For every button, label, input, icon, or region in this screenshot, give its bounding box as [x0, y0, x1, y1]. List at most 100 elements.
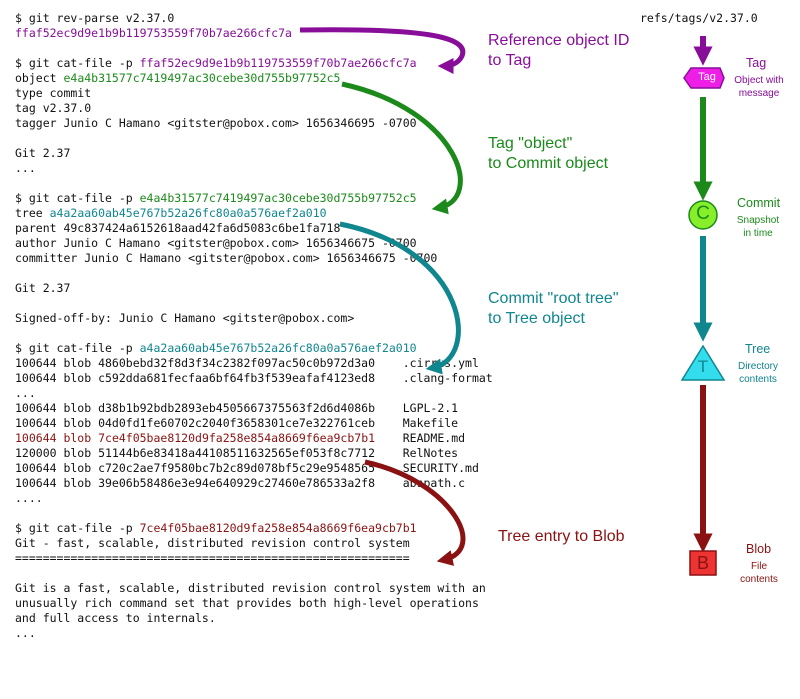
- terminal-text: and full access to internals.: [15, 611, 216, 625]
- terminal-line: 100644 blob d38b1b92bdb2893eb45056673755…: [15, 401, 520, 416]
- arrow-ref-to-tag: [299, 27, 466, 74]
- terminal-text: 100644 blob 04d0fd1fe60702c2040f3658301c…: [15, 416, 459, 430]
- object-id: a4a2aa60ab45e767b52a26fc80a0a576aef2a010: [49, 206, 327, 220]
- tag-desc-line1: Object with: [734, 75, 784, 86]
- terminal-line: ffaf52ec9d9e1b9b119753559f70b7ae266cfc7a: [15, 26, 520, 41]
- tag-desc-line2: message: [738, 88, 780, 99]
- caption-tree-to-blob: Tree entry to Blob: [498, 528, 625, 545]
- commit-desc: Snapshot in time: [728, 214, 788, 240]
- terminal-text: Git - fast, scalable, distributed revisi…: [15, 536, 410, 550]
- commit-desc-line1: Snapshot: [736, 215, 780, 226]
- object-id: 100644 blob: [15, 431, 99, 445]
- object-id: e4a4b31577c7419497ac30cebe30d755b97752c5: [63, 71, 341, 85]
- terminal-line: object e4a4b31577c7419497ac30cebe30d755b…: [15, 71, 520, 86]
- terminal-text: Git 2.37: [15, 281, 71, 295]
- terminal-text: type commit: [15, 86, 92, 100]
- terminal-line: and full access to internals.: [15, 611, 520, 626]
- object-id: ffaf52ec9d9e1b9b119753559f70b7ae266cfc7a: [15, 26, 292, 40]
- terminal-text: $ git cat-file -p: [15, 521, 140, 535]
- blob-desc-line2: contents: [740, 574, 778, 585]
- terminal-line: ...: [15, 626, 520, 641]
- terminal-text: ========================================…: [15, 551, 410, 565]
- terminal-line: tag v2.37.0: [15, 101, 520, 116]
- arrow-tree-to-blob: [364, 459, 466, 566]
- terminal-line: $ git cat-file -p ffaf52ec9d9e1b9b119753…: [15, 56, 520, 71]
- terminal-text: Signed-off-by: Junio C Hamano <gitster@p…: [15, 311, 355, 325]
- tag-title: Tag: [746, 56, 767, 70]
- terminal-line: tree a4a2aa60ab45e767b52a26fc80a0a576aef…: [15, 206, 520, 221]
- terminal-line: 100644 blob 7ce4f05bae8120d9fa258e854a86…: [15, 431, 520, 446]
- tree-desc-line1: Directory: [737, 361, 778, 372]
- tag-desc: Object with message: [727, 74, 791, 100]
- terminal-text: Git is a fast, scalable, distributed rev…: [15, 581, 486, 595]
- object-id: ffaf52ec9d9e1b9b119753559f70b7ae266cfc7a: [139, 56, 417, 70]
- caption-tag-to-commit-line1: Tag "object": [488, 135, 573, 152]
- commit-icon: [688, 200, 718, 230]
- tree-title: Tree: [745, 342, 771, 356]
- caption-tag-to-commit: Tag "object" to Commit object: [488, 134, 608, 174]
- caption-commit-to-tree-line2: to Tree object: [488, 310, 585, 327]
- terminal-line: ...: [15, 386, 520, 401]
- object-id: 7ce4f05bae8120d9fa258e854a8669f6ea9cb7b1: [139, 521, 417, 535]
- commit-glyph: C: [696, 203, 710, 224]
- terminal-text: $ git cat-file -p: [15, 191, 140, 205]
- terminal-text: README.md: [375, 431, 466, 445]
- terminal-text: unusually rich command set that provides…: [15, 596, 479, 610]
- terminal-line: ========================================…: [15, 551, 520, 566]
- terminal-line: Git - fast, scalable, distributed revisi…: [15, 536, 520, 551]
- terminal-text: 100644 blob c592dda681fecfaa6bf64fb3f539…: [15, 371, 493, 385]
- terminal-text: parent 49c837424a6152618aad42fa6d5083c6b…: [15, 221, 341, 235]
- terminal-text: tag v2.37.0: [15, 101, 92, 115]
- terminal-line: Signed-off-by: Junio C Hamano <gitster@p…: [15, 311, 520, 326]
- tree-icon: [680, 344, 726, 381]
- terminal-line: 100644 blob 04d0fd1fe60702c2040f3658301c…: [15, 416, 520, 431]
- terminal-text: $ git rev-parse v2.37.0: [15, 11, 175, 25]
- commit-desc-line2: in time: [743, 228, 773, 239]
- terminal-line: $ git rev-parse v2.37.0: [15, 11, 520, 26]
- terminal-line: ....: [15, 491, 520, 506]
- caption-commit-to-tree-line1: Commit "root tree": [488, 290, 619, 307]
- caption-commit-to-tree: Commit "root tree" to Tree object: [488, 289, 619, 329]
- terminal-text: $ git cat-file -p: [15, 341, 140, 355]
- object-id: e4a4b31577c7419497ac30cebe30d755b97752c5: [139, 191, 417, 205]
- terminal-line: 120000 blob 51144b6e83418a44108511632565…: [15, 446, 520, 461]
- caption-tag-to-commit-line2: to Commit object: [488, 155, 609, 172]
- terminal-line: 100644 blob c592dda681fecfaa6bf64fb3f539…: [15, 371, 520, 386]
- caption-ref-to-tag-line1: Reference object ID: [488, 32, 630, 49]
- terminal-text: Git 2.37: [15, 146, 71, 160]
- arrow-tag-to-commit: [341, 81, 463, 215]
- terminal-line: $ git cat-file -p 7ce4f05bae8120d9fa258e…: [15, 521, 520, 536]
- arrow-commit-to-tree: [339, 221, 461, 375]
- blob-desc: File contents: [727, 560, 791, 586]
- terminal-text: tagger Junio C Hamano <gitster@pobox.com…: [15, 116, 417, 130]
- terminal-line: $ git cat-file -p e4a4b31577c7419497ac30…: [15, 191, 520, 206]
- blob-desc-line1: File: [750, 561, 768, 572]
- terminal-line: 100644 blob 39e06b58486e3e94e640929c2746…: [15, 476, 520, 491]
- terminal-line: Git is a fast, scalable, distributed rev…: [15, 581, 520, 596]
- terminal-text: ...: [15, 161, 36, 175]
- terminal-line: tagger Junio C Hamano <gitster@pobox.com…: [15, 116, 520, 131]
- tag-icon: [683, 67, 725, 89]
- terminal-text: ...: [15, 626, 36, 640]
- terminal-text: ...: [15, 386, 36, 400]
- terminal-line: 100644 blob c720c2ae7f9580bc7b2c89d078bf…: [15, 461, 520, 476]
- terminal-line: $ git cat-file -p a4a2aa60ab45e767b52a26…: [15, 341, 520, 356]
- tree-glyph: T: [697, 357, 709, 376]
- tree-desc-line2: contents: [739, 374, 777, 385]
- blob-title: Blob: [746, 542, 772, 556]
- terminal-line: ...: [15, 161, 520, 176]
- terminal-text: author Junio C Hamano <gitster@pobox.com…: [15, 236, 417, 250]
- terminal-text: ....: [15, 491, 43, 505]
- terminal-text: 100644 blob c720c2ae7f9580bc7b2c89d078bf…: [15, 461, 479, 475]
- terminal-line: author Junio C Hamano <gitster@pobox.com…: [15, 236, 520, 251]
- terminal-line: type commit: [15, 86, 520, 101]
- terminal-line: parent 49c837424a6152618aad42fa6d5083c6b…: [15, 221, 520, 236]
- terminal-text: object: [15, 71, 64, 85]
- blob-icon: [689, 550, 717, 576]
- terminal-text: 120000 blob 51144b6e83418a44108511632565…: [15, 446, 459, 460]
- object-id: a4a2aa60ab45e767b52a26fc80a0a576aef2a010: [139, 341, 417, 355]
- terminal-text: $ git cat-file -p: [15, 56, 140, 70]
- terminal-line: Git 2.37: [15, 281, 520, 296]
- blob-glyph: B: [696, 553, 709, 573]
